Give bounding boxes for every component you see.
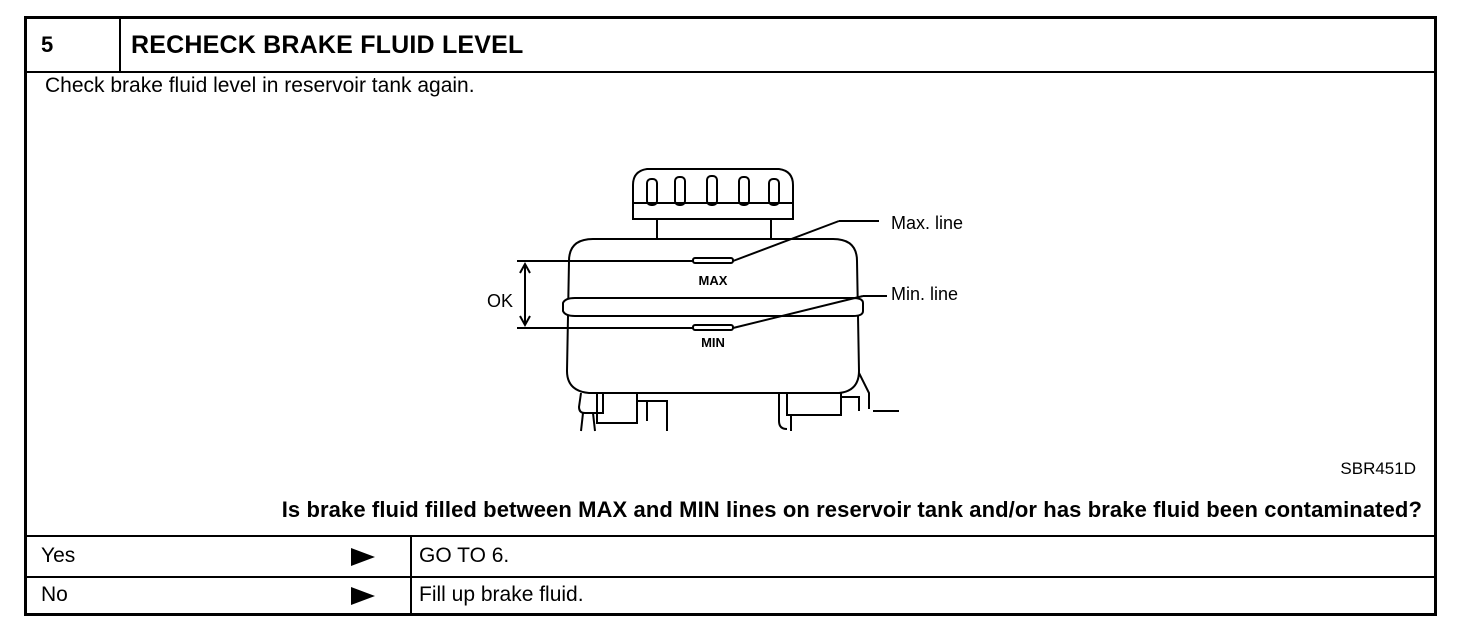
column-divider: [410, 537, 412, 576]
step-header: 5 RECHECK BRAKE FLUID LEVEL: [27, 19, 1434, 73]
inspection-question: Is brake fluid filled between MAX and MI…: [281, 497, 1422, 522]
answer-action: GO TO 6.: [419, 544, 510, 567]
instruction-text: Check brake fluid level in reservoir tan…: [45, 74, 475, 97]
arrow-right-icon: [351, 587, 375, 605]
ok-label: OK: [487, 291, 513, 311]
step-title: RECHECK BRAKE FLUID LEVEL: [131, 31, 524, 59]
step-number: 5: [27, 19, 121, 71]
answer-label: No: [41, 583, 68, 606]
answer-table: Yes GO TO 6. No Fill up brake fluid.: [27, 535, 1434, 615]
reservoir-base: [577, 372, 899, 432]
max-text: MAX: [699, 273, 728, 288]
procedure-step-box: 5 RECHECK BRAKE FLUID LEVEL Check brake …: [24, 16, 1437, 616]
column-divider: [410, 576, 412, 615]
answer-row-no: No Fill up brake fluid.: [27, 576, 1434, 615]
min-text: MIN: [701, 335, 725, 350]
max-line-label: Max. line: [891, 213, 963, 233]
answer-action: Fill up brake fluid.: [419, 583, 584, 606]
answer-row-yes: Yes GO TO 6.: [27, 537, 1434, 578]
arrow-right-icon: [351, 548, 375, 566]
seam-band: [562, 297, 864, 317]
figure-reference: SBR451D: [1340, 459, 1416, 478]
reservoir-tank-diagram: Max. line Min. line MAX MIN OK: [487, 168, 963, 432]
answer-label: Yes: [41, 544, 76, 567]
min-line-label: Min. line: [891, 284, 958, 304]
reservoir-cap: [632, 168, 794, 240]
